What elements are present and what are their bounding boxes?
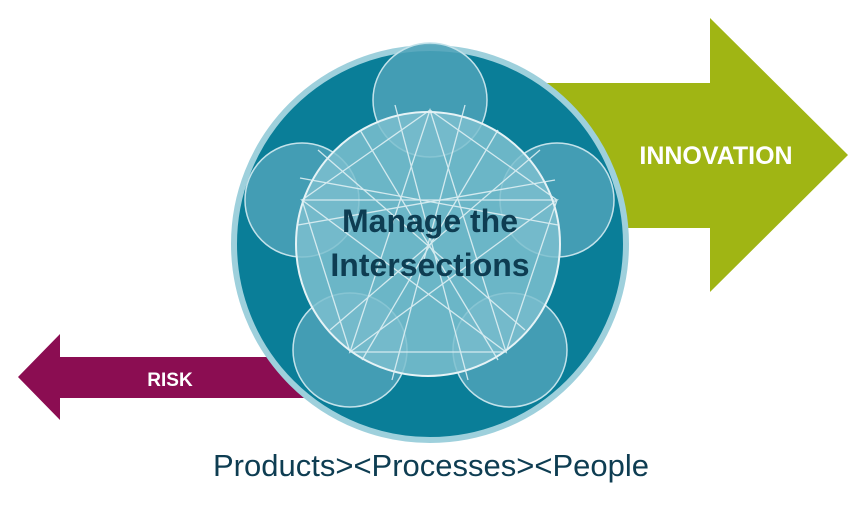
center-label-line2: Intersections [330,247,529,283]
pentagon-outline [301,109,558,353]
innovation-label: INNOVATION [639,142,792,170]
star-outline [300,107,559,354]
intersection-lines [297,104,559,381]
center-label-line1: Manage the [342,203,518,239]
caption: Products><Processes><People [213,448,649,483]
risk-arrow [18,334,330,420]
risk-label: RISK [147,370,193,391]
